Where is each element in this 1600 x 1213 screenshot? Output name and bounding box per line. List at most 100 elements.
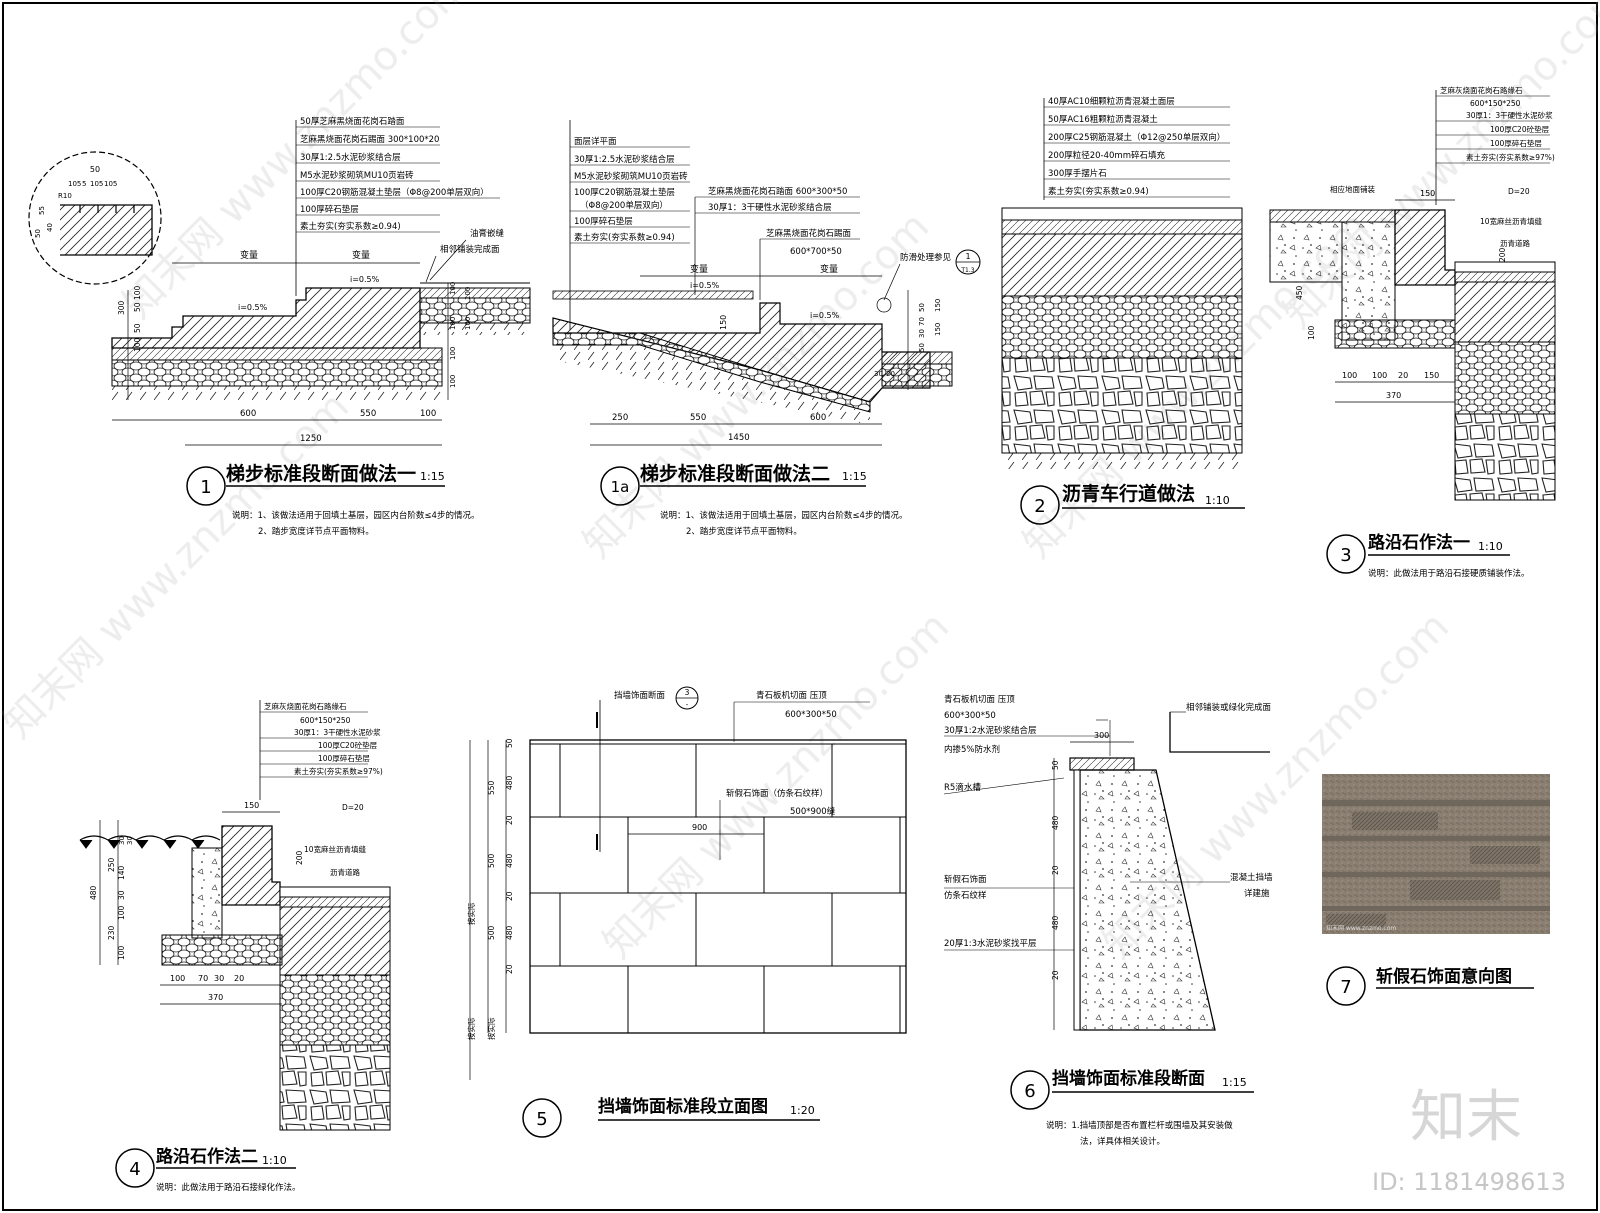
svg-text:i=0.5%: i=0.5% — [350, 275, 380, 284]
note-label: 防滑处理参见 — [900, 252, 952, 263]
detail-number-circle — [1020, 485, 1060, 525]
detail-scale: 1:15 — [842, 470, 867, 483]
note-line: 说明：此做法用于路沿石接绿化作法。 — [156, 1182, 301, 1193]
svg-text:i=0.5%: i=0.5% — [238, 303, 268, 312]
svg-text:20: 20 — [1051, 970, 1060, 980]
layer-label: 芝麻黑烧面花岗石踢面 — [766, 228, 852, 239]
svg-text:T1.3: T1.3 — [960, 267, 974, 274]
wall-label: 500*900缝 — [790, 806, 836, 817]
svg-text:105: 105 — [104, 180, 117, 188]
detail-number-circle — [115, 1148, 155, 1188]
layer-label: 100厚C20钢筋混凝土垫层 — [574, 187, 675, 198]
svg-text:i=0.5%: i=0.5% — [690, 281, 720, 290]
svg-text:100: 100 — [133, 285, 142, 300]
svg-text:1450: 1450 — [728, 433, 750, 443]
svg-text:40: 40 — [46, 223, 54, 232]
svg-text:450: 450 — [1295, 285, 1304, 300]
svg-text:3: 3 — [1340, 545, 1351, 566]
wall-label: R5滴水槽 — [944, 782, 981, 793]
layer-label: 素土夯实(夯实系数≥97%) — [1466, 152, 1555, 162]
svg-text:480: 480 — [505, 775, 514, 790]
note-line: 说明：1、该做法适用于回填土基层，园区内台阶数≤4步的情况。 — [660, 510, 907, 521]
wall-label: 混凝土挡墙 — [1230, 872, 1273, 883]
detail-title: 路沿石作法一 — [1368, 532, 1470, 553]
svg-text:100: 100 — [464, 317, 472, 330]
svg-text:20: 20 — [505, 891, 514, 901]
note-label: 相邻铺装完成面 — [440, 244, 500, 255]
note-line: 说明：此做法用于路沿石接硬质铺装作法。 — [1368, 568, 1530, 579]
detail-5-wall-elevation: 挡墙饰面断面 青石板机切面 压顶 600*300*50 斩假石饰面（仿条石纹样）… — [466, 686, 907, 1138]
layer-label: 300厚手摆片石 — [1048, 168, 1107, 179]
svg-text:30: 30 — [874, 370, 883, 378]
svg-text:105: 105 — [90, 180, 103, 188]
note-label: 10宽麻丝沥青填缝 — [1480, 216, 1543, 226]
svg-text:5: 5 — [82, 180, 86, 188]
svg-text:2: 2 — [1034, 496, 1045, 517]
svg-text:100: 100 — [117, 905, 126, 920]
svg-text:100: 100 — [117, 945, 126, 960]
detail-title: 沥青车行道做法 — [1062, 482, 1195, 505]
note-label: D=20 — [1508, 187, 1530, 196]
svg-text:200: 200 — [1498, 247, 1507, 262]
note-label: 相应地面铺装 — [1330, 184, 1375, 194]
wall-label: 挡墙饰面断面 — [614, 690, 666, 701]
brand-logo: 知末 — [1410, 1085, 1522, 1150]
svg-text:100: 100 — [1372, 371, 1387, 380]
layer-label: 50厚AC16粗颗粒沥青混凝土 — [1048, 114, 1158, 125]
layer-label: 200厚C25钢筋混凝土（Φ12@250单层双向） — [1048, 132, 1225, 143]
svg-text:20: 20 — [886, 370, 895, 378]
svg-text:150: 150 — [934, 299, 942, 312]
svg-text:600: 600 — [810, 413, 826, 423]
layer-label: 40厚AC10细颗粒沥青混凝土面层 — [1048, 96, 1175, 107]
note-line: 2、踏步宽度详节点平面物料。 — [686, 526, 802, 537]
svg-text:100: 100 — [464, 287, 472, 300]
wall-label: 20厚1:3水泥砂浆找平层 — [944, 938, 1037, 949]
detail-number-circle — [522, 1098, 562, 1138]
svg-text:变量: 变量 — [352, 249, 370, 261]
wall-label: 斩假石饰面 — [944, 874, 987, 885]
wall-label: 青石板机切面 压顶 — [944, 694, 1015, 705]
svg-text:50: 50 — [505, 738, 514, 748]
svg-text:500: 500 — [487, 853, 496, 868]
detail-title: 梯步标准段断面做法二 — [640, 462, 830, 485]
detail-6-wall-section: 青石板机切面 压顶 600*300*50 30厚1:2水泥砂浆结合层 内掺5%防… — [943, 694, 1273, 1147]
wall-label: 青石板机切面 压顶 — [756, 690, 827, 701]
detail-scale: 1:10 — [1478, 540, 1503, 553]
wall-label: 仿条石纹样 — [944, 890, 987, 901]
layer-label: M5水泥砂浆砌筑MU10页岩砖 — [300, 170, 414, 181]
svg-text:20: 20 — [505, 964, 514, 974]
layer-label: 30厚1:2.5水泥砂浆结合层 — [574, 154, 675, 165]
svg-text:230: 230 — [107, 925, 116, 940]
detail-number-circle — [1326, 534, 1366, 574]
detail-title: 路沿石作法二 — [156, 1146, 258, 1167]
svg-text:70: 70 — [918, 317, 926, 326]
note-line: 2、踏步宽度详节点平面物料。 — [258, 526, 374, 537]
svg-text:20: 20 — [234, 974, 244, 983]
svg-text:480: 480 — [505, 853, 514, 868]
svg-text:1a: 1a — [611, 478, 630, 496]
layer-label: 100厚碎石垫层 — [1490, 138, 1542, 148]
detail-4-curb-planting: 芝麻灰烧面花岗石路缘石 600*150*250 30厚1：3干硬性水泥砂浆 10… — [79, 700, 391, 1193]
detail-1a-stair-section: 面层详平面 30厚1:2.5水泥砂浆结合层 M5水泥砂浆砌筑MU10页岩砖 10… — [552, 120, 981, 537]
svg-text:30: 30 — [118, 836, 126, 845]
svg-text:200: 200 — [295, 850, 304, 865]
svg-text:R10: R10 — [58, 192, 72, 200]
svg-text:550: 550 — [487, 780, 496, 795]
svg-text:变量: 变量 — [240, 249, 258, 261]
layer-label: 600*150*250 — [300, 716, 351, 725]
svg-text:按实际: 按实际 — [486, 1017, 496, 1040]
note-line: 说明：1、该做法适用于回填土基层，园区内台阶数≤4步的情况。 — [232, 510, 479, 521]
detail-scale: 1:20 — [790, 1104, 815, 1117]
enlarged-detail-circle — [28, 151, 162, 285]
svg-text:370: 370 — [208, 993, 223, 1002]
layer-label: 30厚1：3干硬性水泥砂浆结合层 — [708, 202, 832, 213]
svg-text:100: 100 — [1342, 371, 1357, 380]
svg-text:变量: 变量 — [820, 263, 838, 275]
detail-7-stone-texture-photo: 知末网 www.znzmo.com 7 斩假石饰面意向图 — [1322, 774, 1550, 1006]
svg-text:按实际: 按实际 — [466, 902, 476, 925]
layer-label: 100厚碎石垫层 — [318, 753, 370, 763]
detail-title: 梯步标准段断面做法一 — [226, 462, 416, 485]
layer-label: 600*150*250 — [1470, 99, 1521, 108]
svg-text:250: 250 — [107, 857, 116, 872]
